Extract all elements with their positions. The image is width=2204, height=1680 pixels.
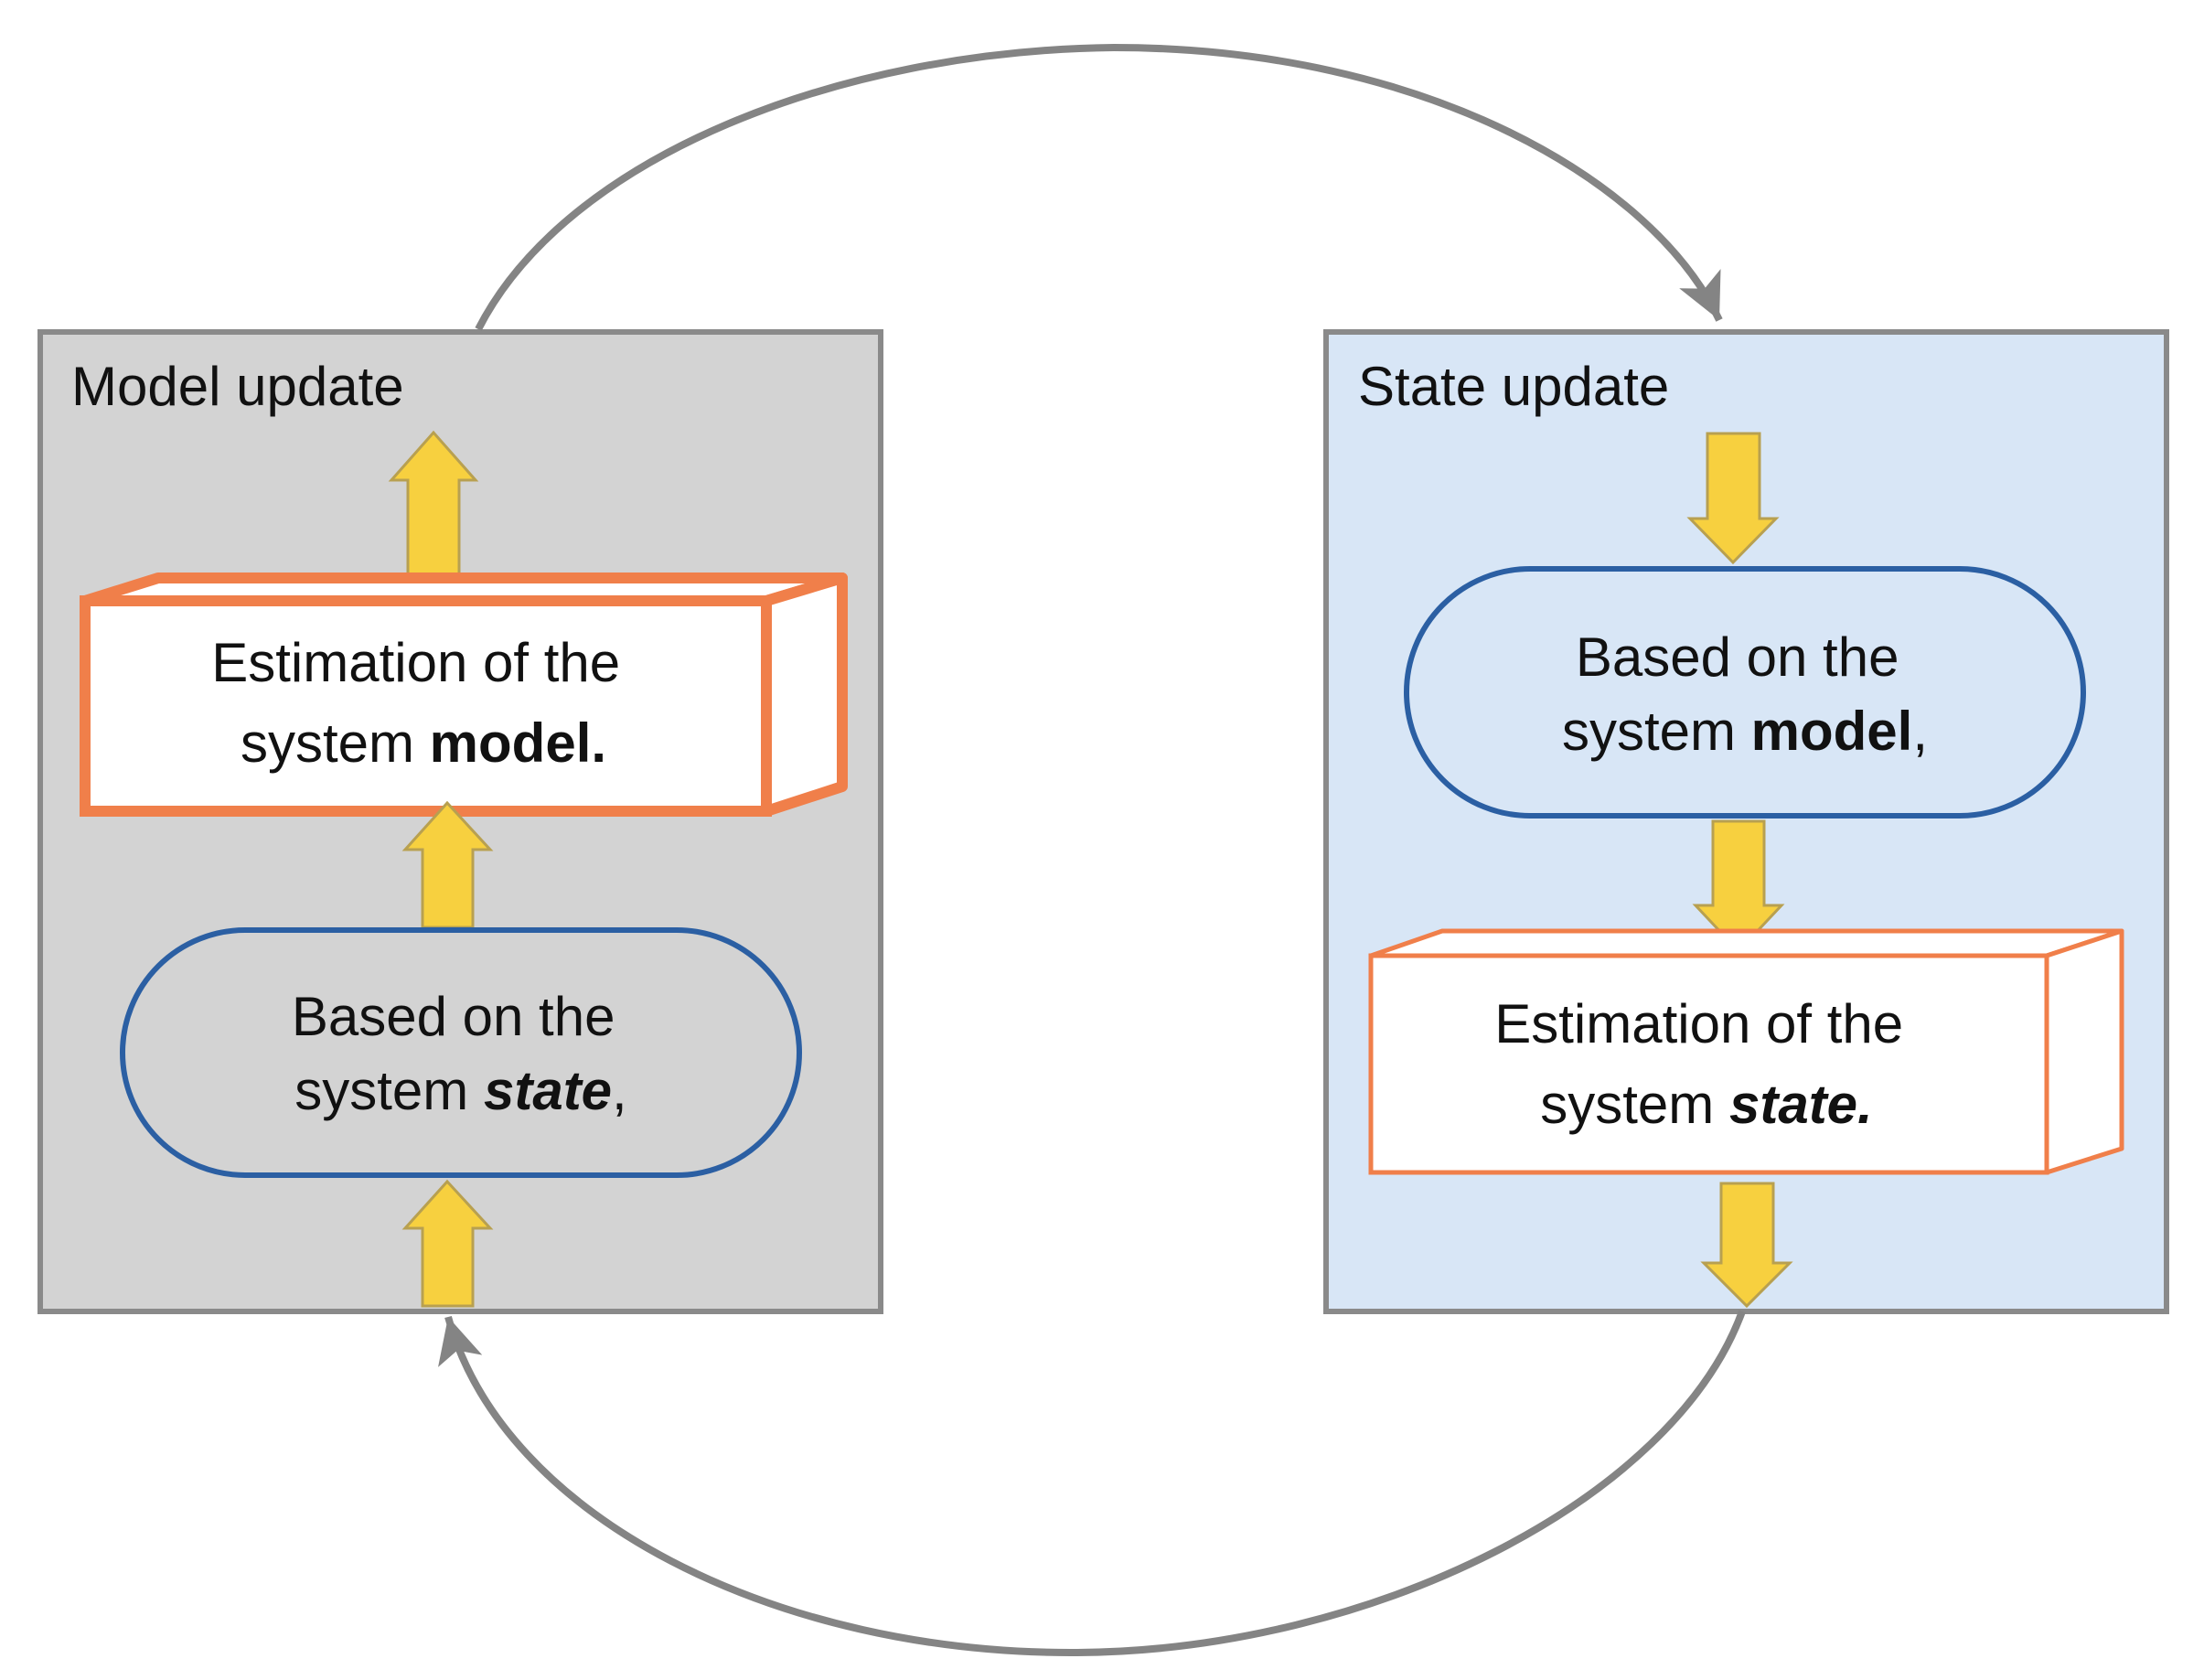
bottom-cycle-arrow-icon	[438, 1310, 1746, 1657]
state-based-on-line1: Based on the	[1576, 626, 1899, 688]
model-based-on-text: Based on the system state,	[292, 986, 630, 1121]
state-estimation-text: Estimation of the system state.	[1494, 993, 1919, 1135]
model-estimation-box-front-face	[80, 595, 772, 817]
model-estimation-box: Estimation of the system model.	[80, 572, 848, 817]
model-based-on-line2: system state,	[294, 1060, 626, 1121]
model-estimation-line2: system model.	[241, 712, 606, 774]
state-estimation-line1: Estimation of the	[1494, 993, 1903, 1054]
model-middle-arrow-icon	[401, 800, 494, 929]
state-based-on-box: Based on the system model,	[1404, 566, 2086, 819]
model-estimation-box-side-face	[761, 572, 848, 817]
model-estimation-line1: Estimation of the	[211, 632, 620, 693]
state-update-title: State update	[1358, 356, 1669, 417]
model-based-on-stadium	[120, 927, 802, 1178]
model-update-panel: Model update Estimation of the system mo…	[37, 329, 883, 1314]
state-based-on-stadium	[1404, 566, 2086, 819]
model-update-title: Model update	[71, 356, 404, 417]
model-estimation-text: Estimation of the system model.	[211, 632, 636, 774]
state-based-on-text: Based on the system model,	[1562, 626, 1928, 762]
state-estimation-box-top-face	[1368, 928, 2124, 958]
state-update-panel: State update Based on the system model, …	[1323, 329, 2169, 1314]
state-estimation-box: Estimation of the system state.	[1368, 928, 2124, 1175]
state-estimation-box-front-face	[1368, 953, 2049, 1175]
state-based-on-line2: system model,	[1562, 701, 1928, 762]
model-input-arrow-icon	[401, 1179, 494, 1308]
state-estimation-line2: system state.	[1540, 1074, 1872, 1135]
model-output-arrow-icon	[388, 430, 479, 580]
state-output-arrow-icon	[1700, 1182, 1793, 1309]
model-based-on-line1: Based on the	[292, 986, 615, 1047]
model-based-on-box: Based on the system state,	[120, 927, 802, 1178]
state-middle-arrow-icon	[1692, 819, 1785, 954]
state-input-arrow-icon	[1686, 432, 1780, 565]
top-cycle-arrow-icon	[475, 43, 1723, 331]
state-estimation-box-side-face	[2044, 928, 2124, 1175]
